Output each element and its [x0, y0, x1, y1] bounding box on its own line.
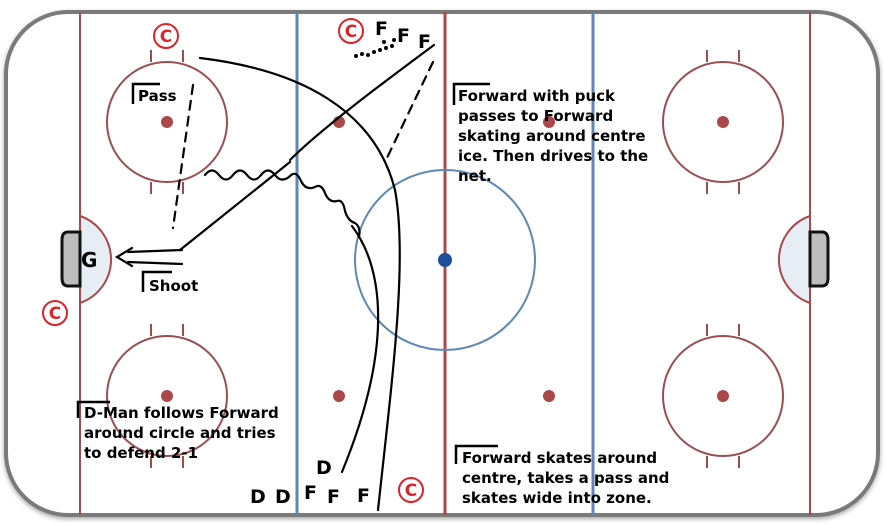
- left-net: [60, 230, 82, 288]
- shoot-arrow-line-upper: [126, 248, 184, 254]
- player-defence-bottom-1: D: [250, 486, 266, 508]
- pass-label: Pass: [138, 87, 177, 105]
- pass-label-mark: [131, 82, 160, 104]
- right-goal-crease: [778, 214, 811, 305]
- shoot-arrow-line-lower: [126, 260, 184, 266]
- shoot-label: Shoot: [149, 277, 198, 295]
- note-left-line: to defend 2-1: [84, 444, 198, 462]
- cone-label: C: [405, 481, 417, 501]
- faceoff-circle-bottom-right: [662, 324, 784, 468]
- goalie-label: G: [81, 248, 97, 272]
- note-top-line: passes to Forward: [458, 107, 613, 125]
- cone-top-centre: C: [338, 18, 364, 44]
- note-left-line: around circle and tries: [84, 424, 276, 442]
- note-bottom: Forward skates around centre, takes a pa…: [462, 449, 669, 507]
- cone-label: C: [345, 22, 357, 42]
- player-forward-bottom-2: F: [327, 486, 340, 508]
- shoot-arrow-head: [114, 246, 134, 268]
- note-top-line: skating around centre: [458, 127, 646, 145]
- player-forward-top-3: F: [418, 31, 431, 53]
- cone-top-left: C: [153, 23, 179, 49]
- player-forward-top-2: F: [397, 25, 410, 47]
- cone-left: C: [42, 300, 68, 326]
- note-top: Forward with puck passes to Forward skat…: [458, 87, 648, 185]
- puck-carry-path: [203, 169, 361, 239]
- player-defence-trailing: D: [316, 457, 332, 479]
- note-bottom-line: skates wide into zone.: [462, 489, 652, 507]
- faceoff-dots: [161, 116, 729, 402]
- note-top-line: ice. Then drives to the: [458, 147, 648, 165]
- cone-bottom: C: [398, 477, 424, 503]
- note-top-mark: [452, 82, 490, 105]
- right-net: [808, 230, 830, 288]
- pass-line-top: [288, 43, 436, 162]
- dashed-pass-left: [171, 83, 195, 230]
- cone-label: C: [160, 27, 172, 47]
- faceoff-circle-top-left: [106, 50, 228, 194]
- player-forward-top-1: F: [375, 18, 388, 40]
- shoot-label-mark: [141, 270, 172, 292]
- player-defence-bottom-2: D: [275, 486, 291, 508]
- note-left-mark: [76, 400, 110, 418]
- player-forward-bottom-3: F: [357, 485, 370, 507]
- drive-to-net-line: [178, 160, 292, 252]
- forward-skate-path-top: [198, 56, 401, 512]
- cone-label: C: [49, 304, 61, 324]
- note-left-line: D-Man follows Forward: [84, 404, 279, 422]
- note-top-line: Forward with puck: [458, 87, 616, 105]
- player-forward-bottom-1: F: [304, 482, 317, 504]
- centre-faceoff-dot: [438, 253, 452, 267]
- dashed-pass-top: [384, 60, 435, 162]
- centre-circle: [354, 169, 536, 351]
- dman-trailing-path: [340, 224, 380, 474]
- note-top-line: net.: [458, 167, 492, 185]
- faceoff-circle-bottom-left: [106, 324, 228, 468]
- note-bottom-line: Forward skates around: [462, 449, 657, 467]
- left-goal-crease: [79, 214, 112, 305]
- note-left: D-Man follows Forward around circle and …: [84, 404, 279, 462]
- note-bottom-mark: [454, 444, 498, 464]
- pucks-dots: [354, 38, 396, 58]
- faceoff-circle-top-right: [662, 50, 784, 194]
- note-bottom-line: centre, takes a pass and: [462, 469, 669, 487]
